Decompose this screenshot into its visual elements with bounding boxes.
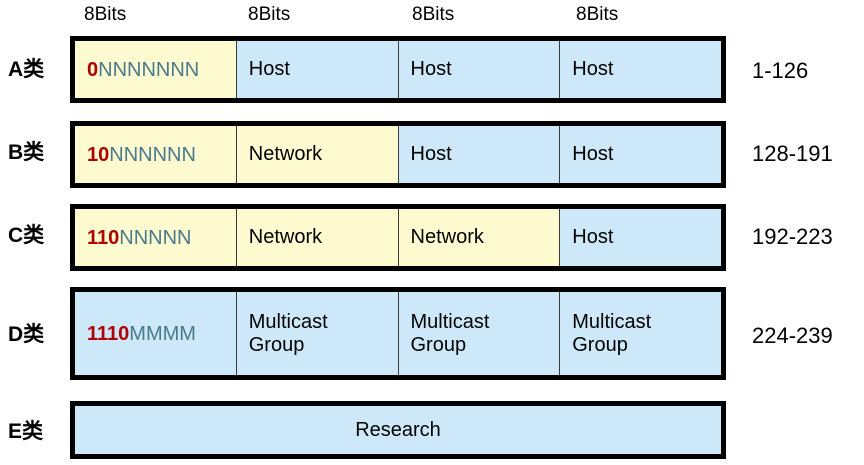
class-bar-2: 10NNNNNN Network Host Host (70, 121, 726, 188)
bit-pattern-cell-4: 1110MMMM (75, 292, 237, 375)
column-header-bits-3: 8Bits (412, 4, 455, 25)
segment-cell-2-2: Network (236, 126, 399, 183)
segment-label: Host (572, 58, 614, 80)
segment-label: Host (248, 58, 290, 80)
column-header-bits-1: 8Bits (84, 4, 127, 25)
bit-prefix: 1110 (87, 322, 130, 345)
class-label-2: B类 (8, 141, 45, 164)
segment-label: Host (572, 226, 614, 248)
address-range-3: 192-223 (752, 224, 833, 249)
class-label-5: E类 (8, 420, 44, 443)
bit-prefix: 110 (87, 226, 120, 249)
segment-label: Network (248, 226, 323, 248)
segment-cell-3-4: Host (560, 209, 721, 266)
bit-prefix: 0 (87, 58, 99, 81)
column-header-bits-2: 8Bits (248, 4, 291, 25)
segment-cell-4-4: Multicast Group (560, 292, 721, 375)
segment-cell-1-4: Host (560, 41, 721, 98)
bit-suffix: NNNNN (119, 226, 192, 249)
column-header-bits-4: 8Bits (576, 4, 619, 25)
class-label-4: D类 (8, 323, 45, 346)
bit-suffix: NNNNNN (109, 143, 196, 166)
segment-cell-3-2: Network (236, 209, 399, 266)
bit-pattern-cell-1: 0NNNNNNN (75, 41, 237, 98)
segment-cell-1-3: Host (398, 41, 561, 98)
segment-label: Multicast Group (248, 310, 328, 356)
segment-label: Host (410, 143, 452, 165)
segment-label: Network (410, 226, 484, 248)
address-range-4: 224-239 (752, 323, 833, 348)
address-range-1: 1-126 (752, 58, 809, 83)
segment-label: Research (355, 418, 441, 441)
segment-label: Host (410, 58, 452, 80)
segment-cell-4-3: Multicast Group (398, 292, 561, 375)
segment-cell-2-3: Host (398, 126, 561, 183)
segment-cell-2-4: Host (560, 126, 721, 183)
bit-suffix: MMMM (129, 322, 196, 345)
class-label-1: A类 (8, 58, 45, 81)
bit-pattern-cell-2: 10NNNNNN (75, 126, 237, 183)
bit-suffix: NNNNNNN (98, 58, 200, 81)
segment-cell-3-3: Network (398, 209, 561, 266)
class-bar-5: Research (70, 401, 726, 459)
segment-label: Multicast Group (410, 310, 490, 356)
segment-label: Multicast Group (572, 310, 652, 356)
class-label-3: C类 (8, 224, 45, 247)
class-bar-1: 0NNNNNNN Host Host Host (70, 36, 726, 103)
segment-label: Network (248, 143, 323, 165)
address-range-2: 128-191 (752, 141, 833, 166)
bit-prefix: 10 (87, 143, 110, 166)
column-headers: 8Bits 8Bits 8Bits 8Bits (70, 2, 726, 28)
class-bar-3: 110NNNNN Network Network Host (70, 204, 726, 271)
segment-cell-4-2: Multicast Group (236, 292, 399, 375)
segment-cell-5-1: Research (75, 406, 721, 454)
bit-pattern-cell-3: 110NNNNN (75, 209, 237, 266)
segment-label: Host (572, 143, 614, 165)
segment-cell-1-2: Host (236, 41, 399, 98)
